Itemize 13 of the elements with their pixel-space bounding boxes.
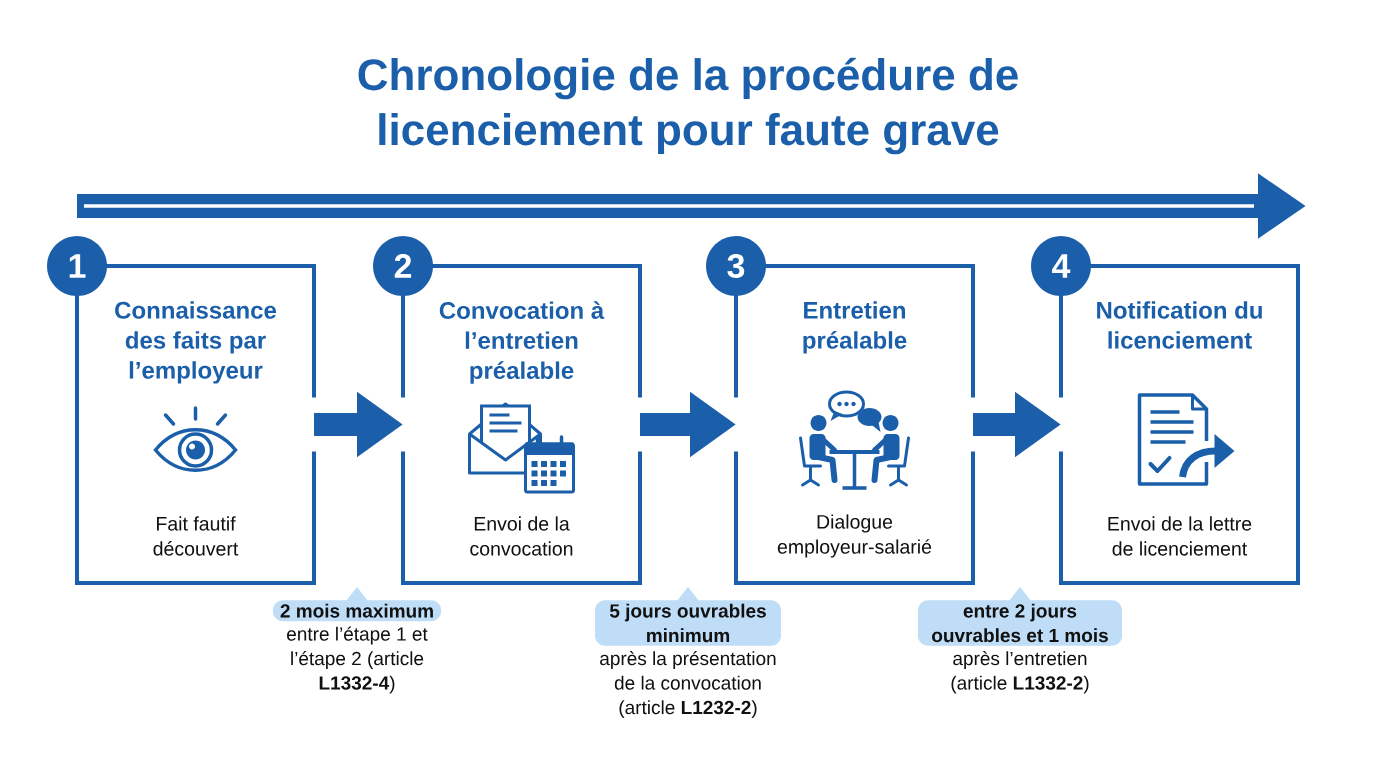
step-description: Dialogue employeur-salarié: [777, 514, 932, 558]
step-heading: Connaissance des faits par l’employeur: [115, 301, 277, 384]
note-text: après l’entretien (article L1332-2): [951, 651, 1089, 694]
step-description: Fait fautif découvert: [153, 516, 239, 556]
note-text: entre l’étape 1 et l’étape 2 (article L1332-4): [287, 626, 428, 694]
step-heading: Notification du licenciement: [1097, 301, 1262, 349]
step-description: Envoi de la lettre de licenciement: [1108, 516, 1252, 556]
step-description: Envoi de la convocation: [470, 516, 573, 556]
step-heading: Entretien préalable: [803, 301, 907, 354]
highlighted-text: 2 mois maximum: [272, 587, 442, 622]
note-text: après la présentation de la convocation (article L1232-2): [600, 651, 776, 718]
title: Chronologie de la procédure de licenciement pour faute grave: [358, 57, 1018, 155]
step-heading: Convocation à l’entretien préalable: [439, 301, 605, 384]
